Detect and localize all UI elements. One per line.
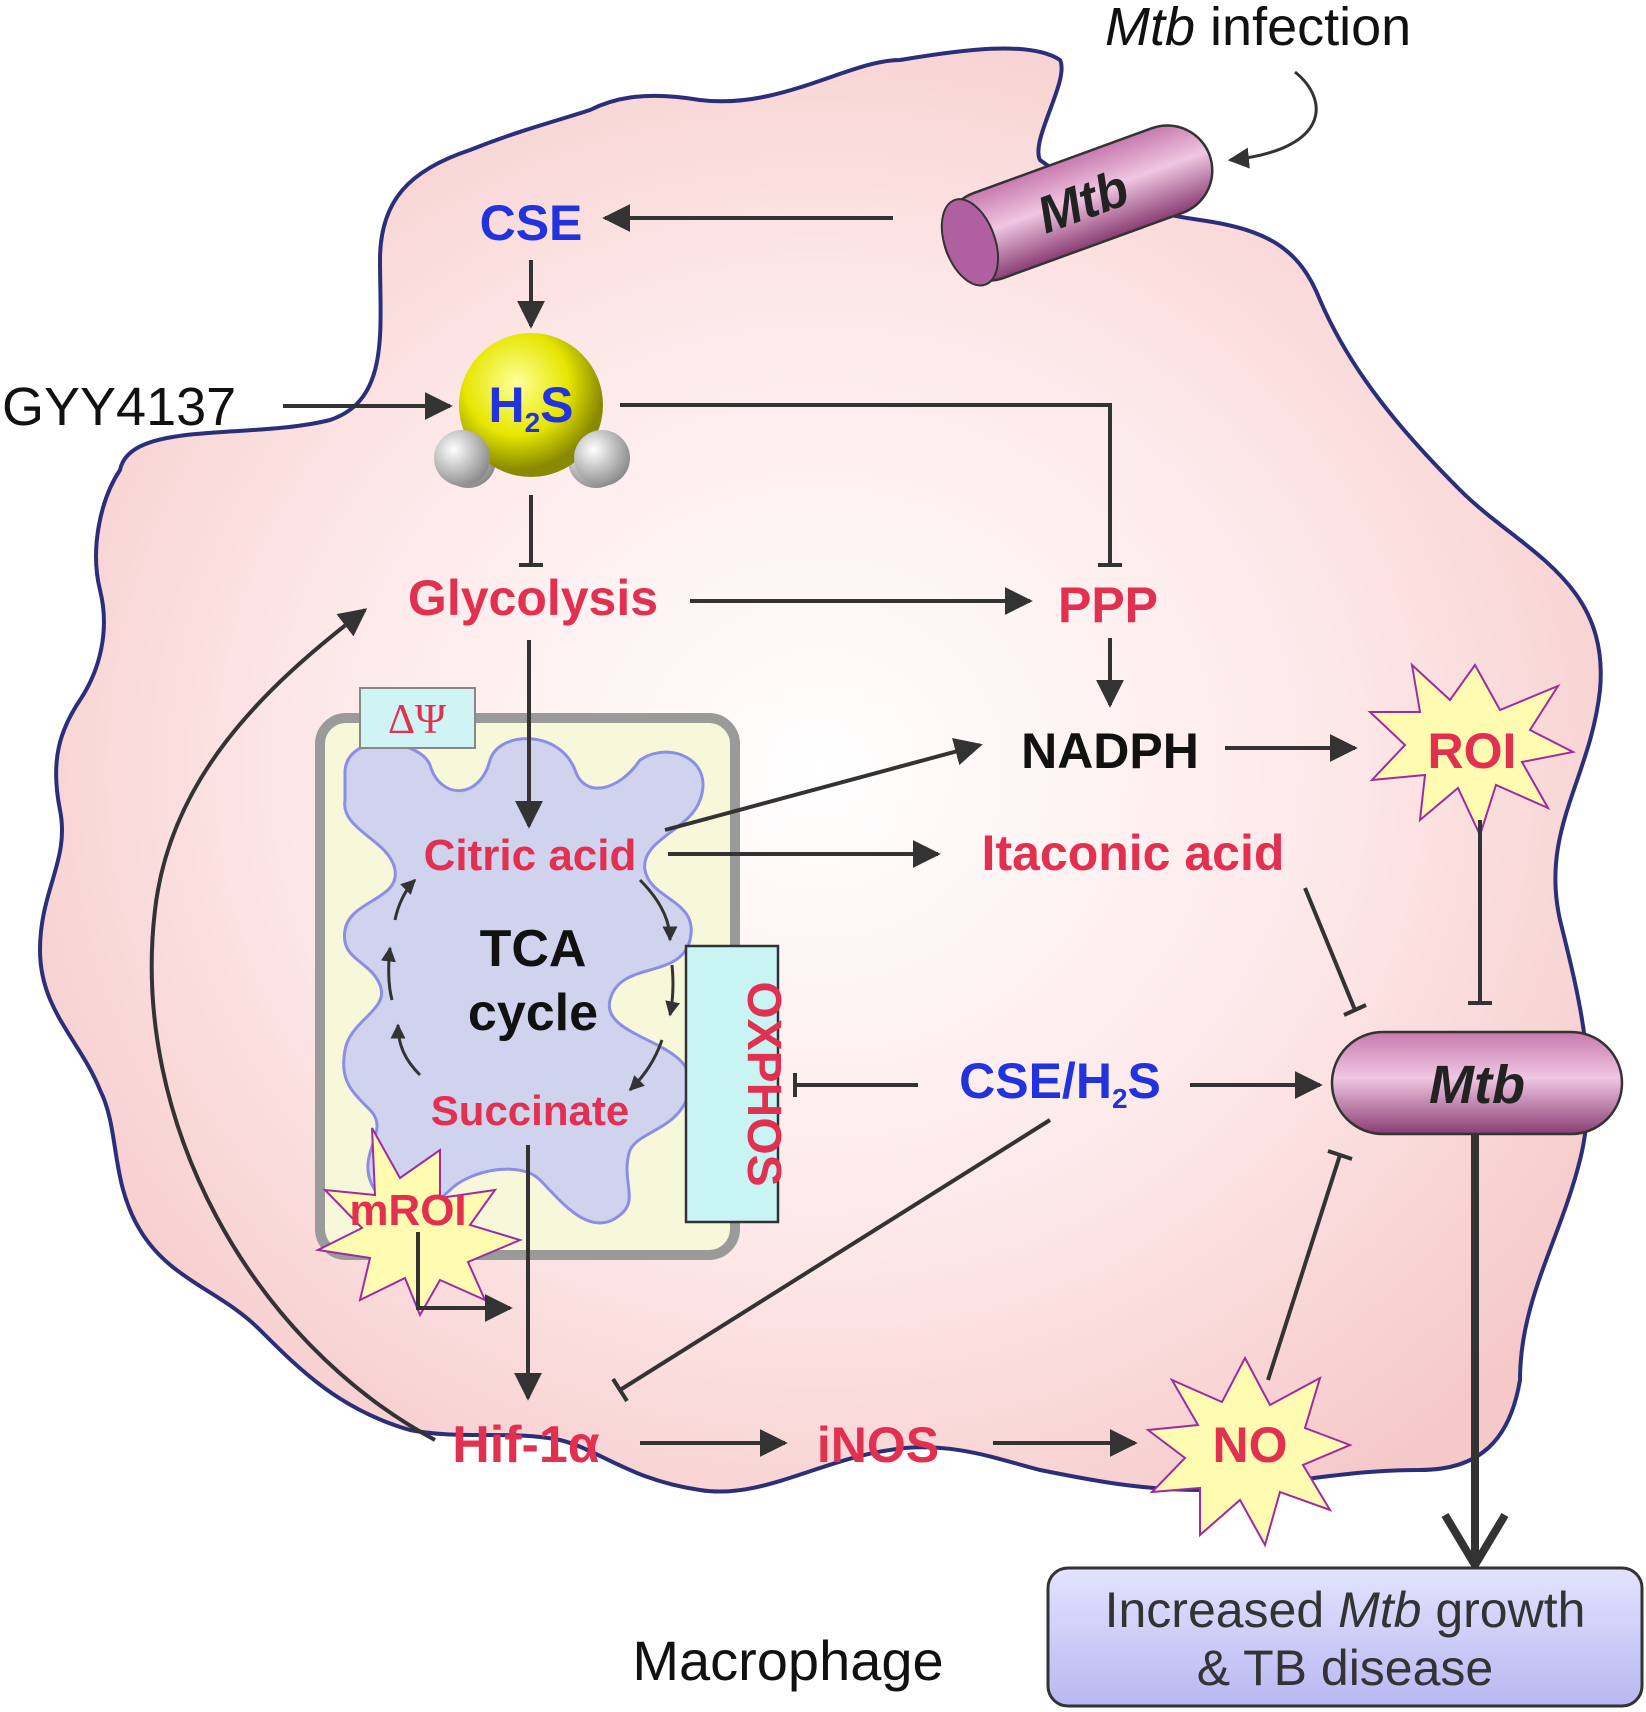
tca-line1: TCA: [480, 920, 587, 978]
macrophage-label: Macrophage: [632, 1629, 943, 1692]
h2s-subscript: 2: [525, 407, 541, 438]
cse-h2s-s: S: [1128, 1053, 1161, 1109]
roi-star: [1367, 662, 1577, 838]
outcome-post: growth: [1421, 1582, 1585, 1638]
citric-to-nadph-arrow: [664, 738, 983, 832]
tca-line2: cycle: [468, 984, 598, 1042]
mtb-infection-italic: Mtb: [1105, 0, 1195, 57]
outcome-box: [1046, 1566, 1644, 1708]
outcome-italic: Mtb: [1338, 1582, 1421, 1638]
infection-arrow: [1227, 70, 1318, 169]
mtb-infection-rest: infection: [1195, 0, 1411, 57]
h2s-h: H: [488, 377, 524, 433]
mtb-to-outcome-arrowhead: [1441, 1512, 1509, 1573]
gyy4137-label: GYY4137: [2, 377, 236, 437]
outcome-line2: & TB disease: [1197, 1640, 1493, 1696]
inos-label: iNOS: [817, 1417, 939, 1473]
oxphos-label: OXPHOS: [737, 981, 790, 1186]
oxphos-box: [684, 944, 780, 1224]
mtb-inside-label: Mtb: [1429, 1055, 1525, 1115]
mitochondrion-cristae: [342, 737, 705, 1225]
h2s-label: H2S: [488, 377, 573, 438]
cse-h2s-inhibits-hif: [618, 1118, 1052, 1392]
cse-h2s-label: CSE/H2S: [959, 1053, 1161, 1114]
hif-label: Hif-1α: [452, 1416, 600, 1474]
h2s-inhibits-ppp: [620, 403, 1112, 565]
tca-arrow-right-mid: [665, 964, 681, 1017]
tca-arrow-left-mid: [380, 946, 396, 1001]
no-inhibits-mtb: [1266, 1154, 1342, 1381]
succinate-label: Succinate: [431, 1087, 629, 1134]
no-label: NO: [1213, 1417, 1288, 1473]
macrophage-cell-body: [37, 46, 1603, 1494]
mroi-to-hif-arrow: [416, 1232, 513, 1322]
mroi-label: mROI: [349, 1186, 466, 1235]
itaconic-inhibits-mtb-bar: [1343, 1003, 1367, 1017]
tca-arrow-right-bot: [628, 1039, 664, 1092]
citric-acid-label: Citric acid: [424, 831, 637, 880]
no-inhibits-mtb-bar: [1327, 1149, 1353, 1161]
cse-h2s-inhibits-hif-bar: [611, 1377, 629, 1403]
outcome-pre: Increased: [1105, 1582, 1338, 1638]
hif-to-glycolysis-arrow: [149, 608, 436, 1442]
tca-arrow-left-top: [393, 878, 417, 921]
tca-arrow-left-bot: [390, 1023, 422, 1077]
no-star: [1145, 1355, 1353, 1548]
cse-h2s-subscript: 2: [1112, 1083, 1128, 1114]
outcome-line1: Increased Mtb growth: [1105, 1582, 1586, 1638]
h2s-molecule: [434, 333, 630, 488]
mtb-entering-bacterium: Mtb: [940, 124, 1214, 287]
nadph-label: NADPH: [1021, 723, 1199, 779]
cse-h2s-main: CSE/H: [959, 1053, 1112, 1109]
roi-label: ROI: [1428, 723, 1517, 779]
h2s-s: S: [540, 377, 573, 433]
ppp-label: PPP: [1058, 577, 1158, 633]
mtb-infection-label: Mtb infection: [1105, 0, 1411, 57]
tca-arrow-right-top: [638, 878, 678, 942]
cse-label: CSE: [480, 195, 583, 251]
itaconic-inhibits-mtb: [1303, 887, 1357, 1011]
itaconic-acid-label: Itaconic acid: [982, 825, 1285, 881]
glycolysis-label: Glycolysis: [408, 570, 658, 626]
delta-psi-label: ΔΨ: [388, 697, 446, 743]
mroi-star: [314, 1127, 523, 1318]
delta-psi-box: [359, 687, 476, 749]
